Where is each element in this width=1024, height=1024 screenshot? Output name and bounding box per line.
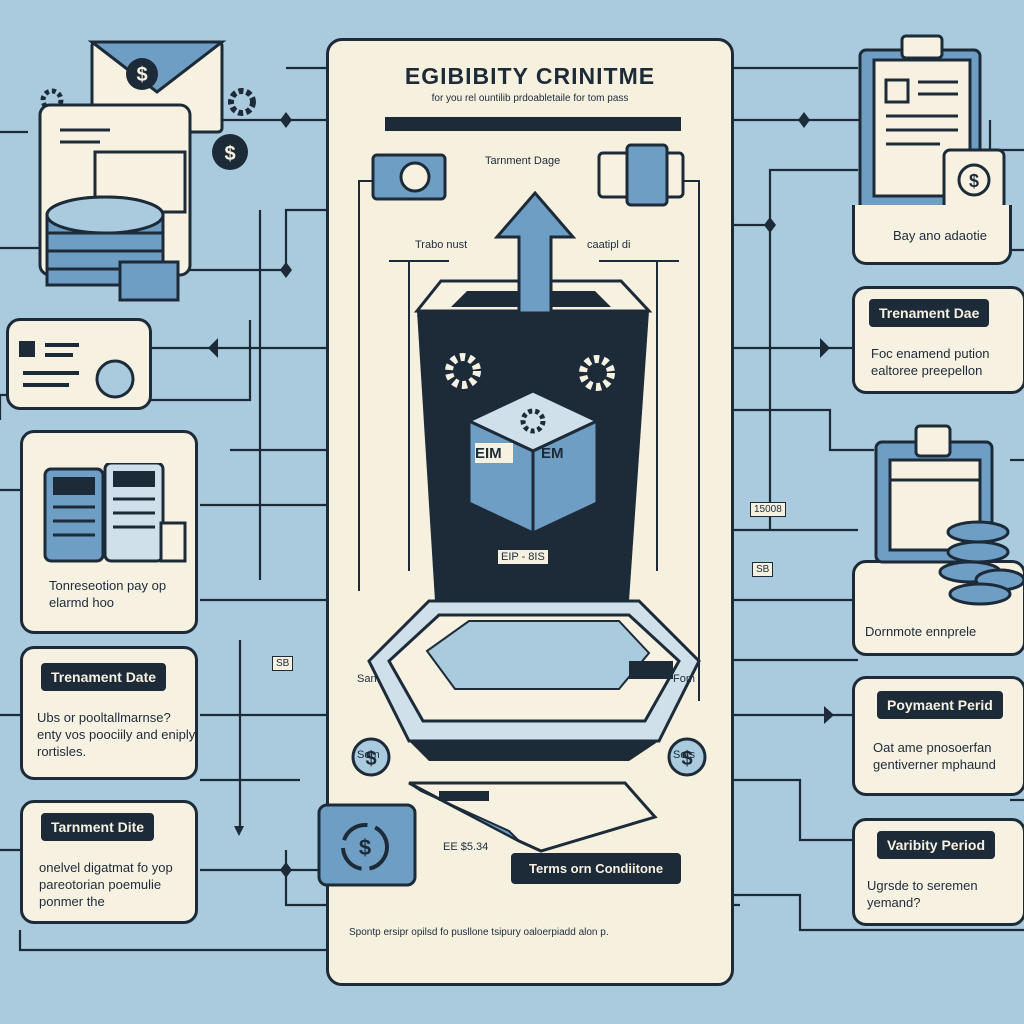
left-card-3-body: onelvel digatmat fo yop pareotorian poem… [39, 860, 173, 909]
cube-left-face-bg [475, 443, 513, 463]
page-title: EGIBIBITY CRINITME [404, 63, 656, 89]
calculator-icon [43, 463, 187, 563]
left-card-2-title: Trenament Date [41, 663, 167, 691]
svg-text:$: $ [136, 64, 147, 86]
left-card-3: Tarnment Dite onelvel digatmat fo yop pa… [20, 800, 198, 924]
clipboard-icon: $ [858, 34, 1006, 212]
id-card [6, 318, 152, 410]
right-card-1-body: Bay ano adaotie [893, 228, 987, 243]
left-card-2-body: Ubs or pooltallmarnse? enty vos poociily… [37, 710, 196, 759]
label-right: caatipl di [587, 239, 631, 251]
right-card-1: Bay ano adaotie [852, 205, 1012, 265]
right-card-4-title: Poymaent Perid [877, 691, 1003, 719]
svg-text:$: $ [681, 748, 692, 770]
left-card-1-body: Tonreseotion pay op elarmd hoo [49, 578, 167, 610]
right-card-3-body: Dornmote ennprele [865, 624, 977, 639]
svg-text:$: $ [365, 748, 376, 770]
left-small-tag: SB [272, 656, 294, 671]
cube-face-left: EIM [475, 445, 502, 462]
right-card-2: Trenament Dae Foc enamend pution ealtore… [852, 286, 1024, 394]
amount-label: EE $5.34 [443, 841, 489, 853]
label-left: Trabo nust [415, 239, 468, 251]
left-card-1: Tonreseotion pay op elarmd hoo [20, 430, 198, 634]
cube-icon [465, 389, 601, 536]
coin-stack-icon [938, 520, 1024, 606]
id-card-icon [19, 341, 135, 399]
title-divider [385, 117, 681, 131]
device-tag: EIP - 8IS [497, 549, 549, 565]
platform-illustration: $ $ [351, 143, 707, 853]
wallet-icon [874, 424, 1024, 606]
right-card-5: Varibity Period Ugrsde to seremen yemand… [852, 818, 1024, 926]
arrow-up-icon [493, 190, 577, 315]
right-card-4: Poymaent Perid Oat ame pnosoerfan gentiv… [852, 676, 1024, 796]
svg-text:$: $ [224, 143, 235, 165]
coin-left-bottom: Som [357, 749, 380, 761]
label-top: Tarnment Dage [485, 155, 561, 167]
right-card-4-body: Oat ame pnosoerfan gentiverner mphaund [873, 740, 996, 772]
right-card-2-body: Foc enamend pution ealtoree preepellon [871, 346, 990, 378]
refresh-dollar-icon: $ [317, 803, 417, 887]
left-card-3-title: Tarnment Dite [41, 813, 155, 841]
center-panel: EGIBIBITY CRINITME for you rel ountilib … [317, 38, 734, 986]
right-small-tag: SB [752, 562, 774, 577]
tablet-device-icon [367, 599, 701, 761]
envelope-dollar-icon: $ $ [38, 40, 256, 302]
terms-button-label: Terms orn Condiitone [511, 853, 682, 884]
svg-text:$: $ [969, 171, 979, 191]
right-code-tag: 15008 [750, 502, 786, 517]
right-card-5-title: Varibity Period [877, 831, 996, 859]
right-card-2-title: Trenament Dae [869, 299, 990, 327]
left-card-2: Trenament Date Ubs or pooltallmarnse? en… [20, 646, 198, 780]
cube-face-right: EM [541, 445, 564, 462]
page-subtitle: for you rel ountilib prdoabletaile for t… [431, 93, 629, 104]
right-card-5-body: Ugrsde to seremen yemand? [867, 878, 978, 910]
coin-right-bottom: Sots [673, 749, 696, 761]
coin-right-top: Fom [673, 673, 695, 685]
footer-note: Spontp ersipr opilsd fo pusllone tsipury… [349, 927, 609, 938]
svg-text:$: $ [359, 835, 371, 860]
terms-button[interactable]: Terms orn Condiitone [511, 853, 682, 884]
coin-left-top: San [357, 673, 377, 685]
coin-stack-icon [45, 195, 180, 302]
